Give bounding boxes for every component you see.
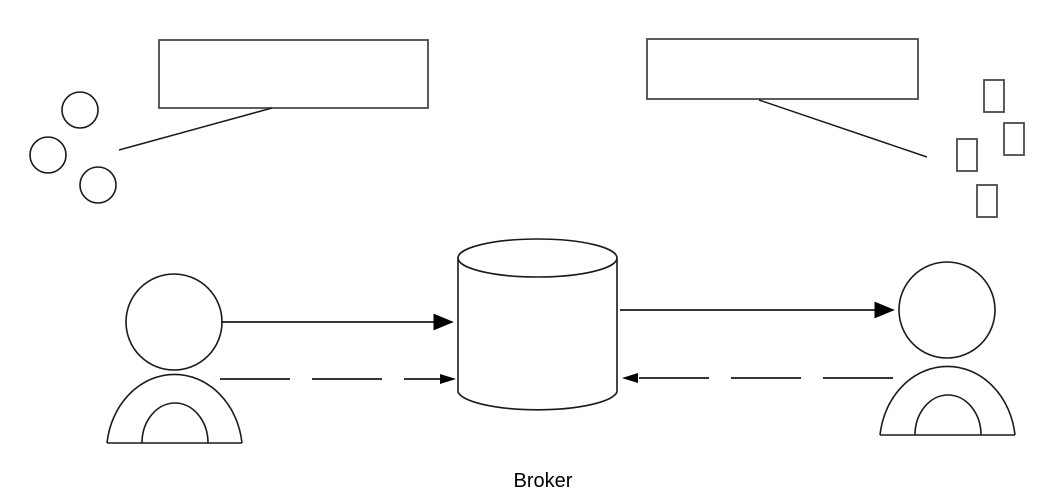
left-decoration-circles	[29, 91, 117, 204]
left-subscribe-arrowhead	[440, 374, 456, 384]
decor-rect-3	[956, 138, 978, 172]
right-callout-box[interactable]	[646, 38, 919, 100]
decor-circle-3	[79, 166, 117, 204]
right-actor-legs	[914, 394, 982, 436]
decor-rect-2	[1003, 122, 1025, 156]
broker-label: Broker	[514, 470, 573, 492]
broker-cylinder-top	[457, 238, 618, 278]
right-decoration-rectangles	[956, 79, 1025, 218]
left-actor[interactable]	[106, 273, 243, 444]
left-actor-head	[125, 273, 223, 371]
right-actor-head	[898, 261, 996, 359]
left-actor-legs	[141, 402, 209, 444]
decor-circle-2	[29, 136, 67, 174]
broker-cylinder[interactable]	[457, 238, 618, 411]
right-callout-leader-line	[758, 99, 928, 158]
right-actor[interactable]	[879, 261, 1016, 436]
decor-rect-1	[983, 79, 1005, 113]
decor-circle-1	[61, 91, 99, 129]
broker-cylinder-body	[457, 257, 618, 411]
left-callout-box[interactable]	[158, 39, 429, 109]
left-callout[interactable]	[118, 39, 429, 151]
left-callout-leader-line	[118, 107, 273, 151]
right-callout[interactable]	[646, 38, 928, 158]
decor-rect-4	[976, 184, 998, 218]
right-subscribe-arrowhead	[622, 373, 638, 383]
